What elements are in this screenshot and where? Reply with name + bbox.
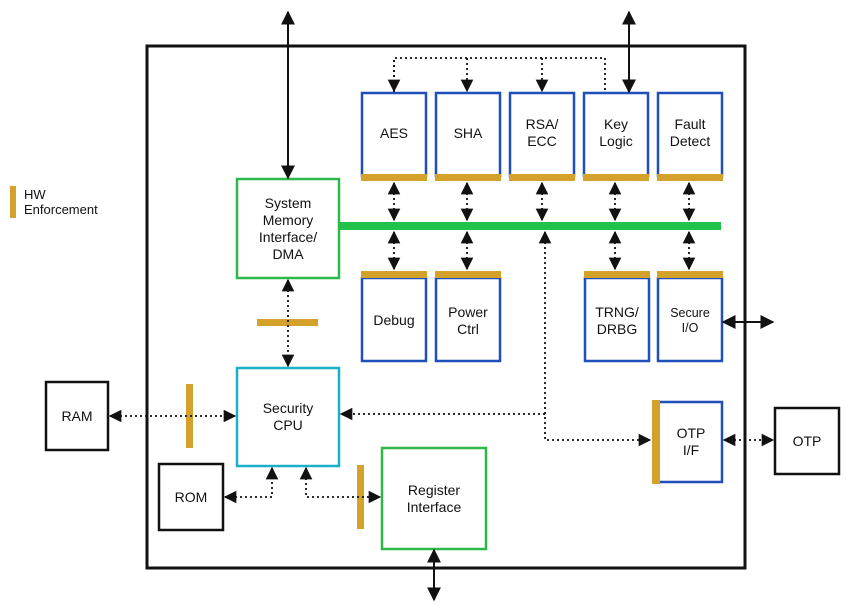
rsa-ecc-label: RSA/ ECC bbox=[525, 116, 559, 149]
power-ctrl-label: Power Ctrl bbox=[448, 303, 488, 337]
aes-block[interactable] bbox=[360, 91, 428, 178]
otp-if-label: OTP I/F bbox=[676, 425, 706, 458]
key-logic-block[interactable] bbox=[582, 91, 650, 178]
hw-bar-otp-if bbox=[652, 400, 660, 484]
trng-label: TRNG/ DRBG bbox=[595, 303, 639, 337]
debug-label: Debug bbox=[373, 312, 415, 328]
cpu-register-link bbox=[299, 466, 382, 504]
rom-block[interactable] bbox=[157, 462, 225, 532]
rsa-ecc-block[interactable] bbox=[508, 91, 576, 178]
sys-mem-label: System Memory Interface/ DMA bbox=[258, 194, 318, 262]
ram-label: RAM bbox=[61, 407, 93, 424]
hw-bar-fault bbox=[657, 174, 723, 181]
security-cpu-label: Security CPU bbox=[262, 400, 314, 433]
hw-bar-sha bbox=[435, 174, 501, 181]
debug-block[interactable] bbox=[360, 276, 428, 363]
sha-block[interactable] bbox=[434, 91, 502, 178]
hw-bar-trng bbox=[584, 271, 650, 278]
key-distribution-line bbox=[393, 57, 606, 92]
rom-label: ROM bbox=[174, 488, 208, 505]
fault-detect-label: Fault Detect bbox=[669, 116, 711, 149]
hw-bar-rsa bbox=[509, 174, 575, 181]
chip-boundary bbox=[145, 44, 747, 570]
legend-label: HW Enforcement bbox=[24, 187, 98, 217]
register-if-block[interactable] bbox=[380, 446, 488, 551]
register-if-label: Register Interface bbox=[406, 481, 462, 515]
fault-detect-block[interactable] bbox=[656, 91, 724, 178]
legend-swatch bbox=[10, 186, 16, 218]
key-logic-label: Key Logic bbox=[599, 116, 633, 149]
otp-ext-block[interactable] bbox=[773, 406, 841, 476]
hw-bar-power bbox=[435, 271, 501, 278]
rom-cpu-link bbox=[223, 466, 279, 504]
hw-bar-key bbox=[583, 174, 649, 181]
hw-bar-secure-io bbox=[657, 271, 723, 278]
ram-block[interactable] bbox=[44, 380, 110, 452]
hw-bar-aes bbox=[361, 174, 427, 181]
sys-mem-block[interactable] bbox=[235, 177, 341, 280]
otp-ext-label: OTP bbox=[792, 432, 822, 449]
secure-io-label: Secure I/O bbox=[670, 305, 710, 335]
security-cpu-block[interactable] bbox=[235, 366, 341, 468]
hw-bar-debug bbox=[361, 271, 427, 278]
secure-io-block[interactable] bbox=[656, 276, 724, 363]
aes-label: AES bbox=[379, 124, 408, 141]
system-bus bbox=[340, 222, 721, 230]
sha-label: SHA bbox=[453, 124, 483, 141]
